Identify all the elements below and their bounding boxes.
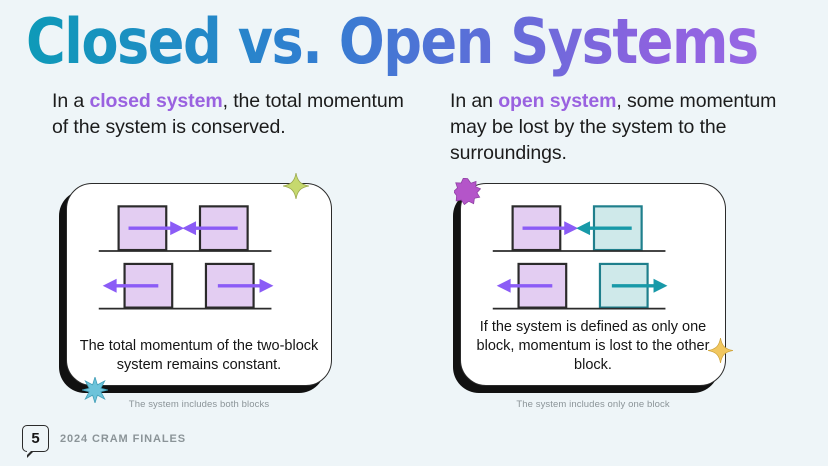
arrow-left-bottom-left — [496, 278, 553, 293]
lede-accent-open-system: open system — [498, 90, 617, 112]
footer: 5 2024 CRAM FINALES — [22, 425, 186, 458]
page-number-badge: 5 — [22, 425, 49, 458]
arrow-right-top-left — [128, 221, 185, 236]
card-closed-system: The total momentum of the two-block syst… — [66, 183, 332, 386]
card-caption-closed-system: The total momentum of the two-block syst… — [79, 338, 319, 373]
arrow-right-bottom-right — [611, 278, 668, 293]
card-caption-open-system: If the system is defined as only one blo… — [476, 319, 710, 373]
lede-suffix: , some momentum may be lost by the syste… — [450, 90, 777, 164]
lede-accent-closed-system: closed system — [89, 90, 223, 112]
column-closed-system: In a closed system, the total momentum o… — [52, 88, 404, 140]
column-open-system: In an open system, some momentum may be … — [450, 88, 802, 166]
lede-suffix: , the total momentum of the system is co… — [52, 90, 404, 138]
arrow-left-top-right — [576, 221, 632, 236]
lede-prefix: In a — [52, 90, 90, 112]
lede-closed-system: In a closed system, the total momentum o… — [52, 88, 404, 140]
diagram-open-system — [492, 205, 668, 310]
card-open-system: If the system is defined as only one blo… — [460, 183, 726, 386]
lede-prefix: In an — [450, 90, 499, 112]
subcaption-closed-system: The system includes both blocks — [128, 399, 270, 410]
diagram-closed-system — [98, 205, 274, 310]
arrow-right-top-left — [522, 221, 579, 236]
arrow-right-bottom-right — [217, 278, 274, 293]
arrow-left-top-right — [182, 221, 238, 236]
subcaption-open-system: The system includes only one block — [516, 399, 670, 410]
page-number: 5 — [31, 430, 40, 447]
lede-open-system: In an open system, some momentum may be … — [450, 88, 802, 166]
arrow-left-bottom-left — [102, 278, 159, 293]
page-title: Closed vs. Open Systems — [26, 6, 792, 78]
brand-label: 2024 CRAM FINALES — [60, 432, 186, 445]
